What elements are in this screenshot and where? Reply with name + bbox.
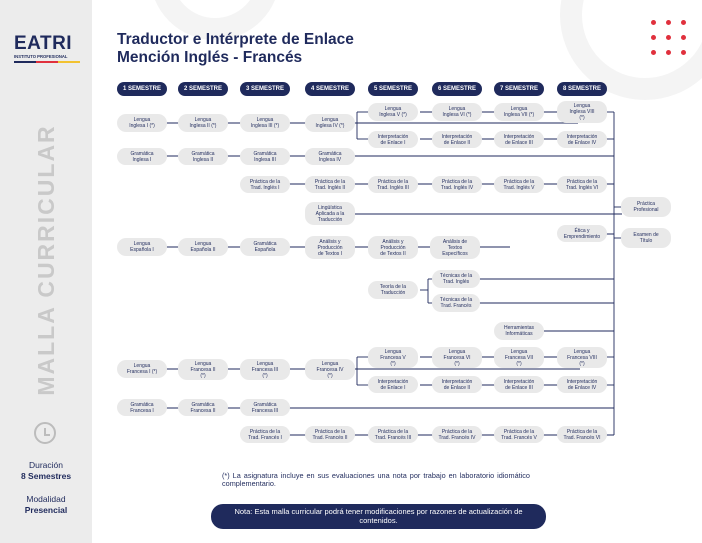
course-node: Lengua Inglesa VI (*) bbox=[432, 103, 482, 121]
semester-header-3: 3 SEMESTRE bbox=[240, 82, 290, 96]
course-node: Lengua Inglesa V (*) bbox=[368, 103, 418, 121]
course-node: Examen de Título bbox=[621, 228, 671, 248]
course-node: Práctica de la Trad. Inglés VI bbox=[557, 176, 607, 193]
course-node: Lengua Inglesa I (*) bbox=[117, 114, 167, 132]
course-node: Práctica de la Trad. Francés III bbox=[368, 426, 418, 443]
duration-label: Duración bbox=[28, 460, 64, 470]
course-node: Gramática Francesa II bbox=[178, 399, 228, 416]
course-node: Lengua Inglesa VIII (*) bbox=[557, 101, 607, 123]
course-node: Práctica de la Trad. Francés II bbox=[305, 426, 355, 443]
logo-stripe bbox=[14, 61, 80, 63]
course-node: Interpretación de Enlace III bbox=[494, 131, 544, 148]
course-node: Lengua Francesa VII (*) bbox=[494, 347, 544, 368]
course-node: Interpretación de Enlace IV bbox=[557, 131, 607, 148]
semester-header-4: 4 SEMESTRE bbox=[305, 82, 355, 96]
course-node: Práctica de la Trad. Francés VI bbox=[557, 426, 607, 443]
duration-value: 8 Semestres bbox=[20, 471, 72, 481]
page-title: Traductor e Intérprete de Enlace bbox=[117, 31, 354, 48]
course-node: Interpretación de Enlace II bbox=[432, 376, 482, 393]
course-node: Gramática Española bbox=[240, 238, 290, 256]
course-node: Análisis y Producción de Textos I bbox=[305, 236, 355, 259]
modality-label: Modalidad bbox=[26, 494, 66, 504]
logo-subtitle: INSTITUTO PROFESIONAL bbox=[14, 54, 68, 59]
semester-header-7: 7 SEMESTRE bbox=[494, 82, 544, 96]
course-node: Lengua Española II bbox=[178, 238, 228, 256]
curriculum-note: Nota: Esta malla curricular podrá tener … bbox=[211, 504, 546, 529]
course-node: Lengua Francesa V (*) bbox=[368, 347, 418, 368]
course-node: Lengua Inglesa III (*) bbox=[240, 114, 290, 132]
course-node: Práctica de la Trad. Inglés II bbox=[305, 176, 355, 193]
logo-wordmark: EATRI bbox=[14, 33, 73, 54]
course-node: Lengua Inglesa VII (*) bbox=[494, 103, 544, 121]
course-node: Lengua Inglesa IV (*) bbox=[305, 114, 355, 132]
course-node: Lengua Francesa VIII (*) bbox=[557, 347, 607, 368]
course-node: Práctica Profesional bbox=[621, 197, 671, 217]
semester-header-2: 2 SEMESTRE bbox=[178, 82, 228, 96]
course-node: Lengua Francesa I (*) bbox=[117, 360, 167, 378]
course-node: Gramática Inglesa IV bbox=[305, 148, 355, 165]
logo: EATRI INSTITUTO PROFESIONAL bbox=[14, 34, 80, 63]
course-node: Lengua Francesa III (*) bbox=[240, 359, 290, 380]
page-subtitle: Mención Inglés - Francés bbox=[117, 49, 303, 66]
course-node: Gramática Francesa III bbox=[240, 399, 290, 416]
course-node: Práctica de la Trad. Inglés V bbox=[494, 176, 544, 193]
course-node: Lengua Francesa VI (*) bbox=[432, 347, 482, 368]
course-node: Técnicas de la Trad. Francés bbox=[432, 294, 480, 312]
course-node: Herramientas Informáticas bbox=[494, 322, 544, 340]
course-node: Lengua Francesa IV (*) bbox=[305, 359, 355, 380]
course-node: Interpretación de Enlace I bbox=[368, 131, 418, 148]
semester-header-6: 6 SEMESTRE bbox=[432, 82, 482, 96]
course-node: Interpretación de Enlace II bbox=[432, 131, 482, 148]
course-node: Interpretación de Enlace III bbox=[494, 376, 544, 393]
course-node: Ética y Emprendimiento bbox=[557, 225, 607, 242]
clock-icon bbox=[34, 422, 56, 444]
dots-grid-icon bbox=[651, 20, 687, 56]
course-node: Lengua Inglesa II (*) bbox=[178, 114, 228, 132]
course-node: Gramática Francesa I bbox=[117, 399, 167, 416]
course-node: Gramática Inglesa III bbox=[240, 148, 290, 165]
course-node: Gramática Inglesa I bbox=[117, 148, 167, 165]
semester-header-5: 5 SEMESTRE bbox=[368, 82, 418, 96]
semester-header-1: 1 SEMESTRE bbox=[117, 82, 167, 96]
course-node: Práctica de la Trad. Inglés IV bbox=[432, 176, 482, 193]
modality-value: Presencial bbox=[24, 505, 68, 515]
course-node: Análisis y Producción de Textos II bbox=[368, 236, 418, 259]
course-node: Práctica de la Trad. Francés V bbox=[494, 426, 544, 443]
course-node: Interpretación de Enlace I bbox=[368, 376, 418, 393]
course-node: Gramática Inglesa II bbox=[178, 148, 228, 165]
course-node: Lengua Francesa II (*) bbox=[178, 359, 228, 380]
course-node: Teoría de la Traducción bbox=[368, 281, 418, 299]
course-node: Práctica de la Trad. Inglés III bbox=[368, 176, 418, 193]
course-node: Práctica de la Trad. Inglés I bbox=[240, 176, 290, 193]
sidebar: EATRI INSTITUTO PROFESIONAL MALLA CURRIC… bbox=[0, 0, 92, 543]
course-node: Análisis de Textos Específicos bbox=[430, 236, 480, 259]
course-node: Lingüística Aplicada a la Traducción bbox=[305, 202, 355, 225]
course-node: Práctica de la Trad. Francés I bbox=[240, 426, 290, 443]
footnote: (*) La asignatura incluye en sus evaluac… bbox=[222, 471, 530, 488]
course-node: Práctica de la Trad. Francés IV bbox=[432, 426, 482, 443]
course-node: Interpretación de Enlace IV bbox=[557, 376, 607, 393]
course-node: Lengua Española I bbox=[117, 238, 167, 256]
semester-header-8: 8 SEMESTRE bbox=[557, 82, 607, 96]
course-node: Técnicas de la Trad. Inglés bbox=[432, 270, 480, 288]
